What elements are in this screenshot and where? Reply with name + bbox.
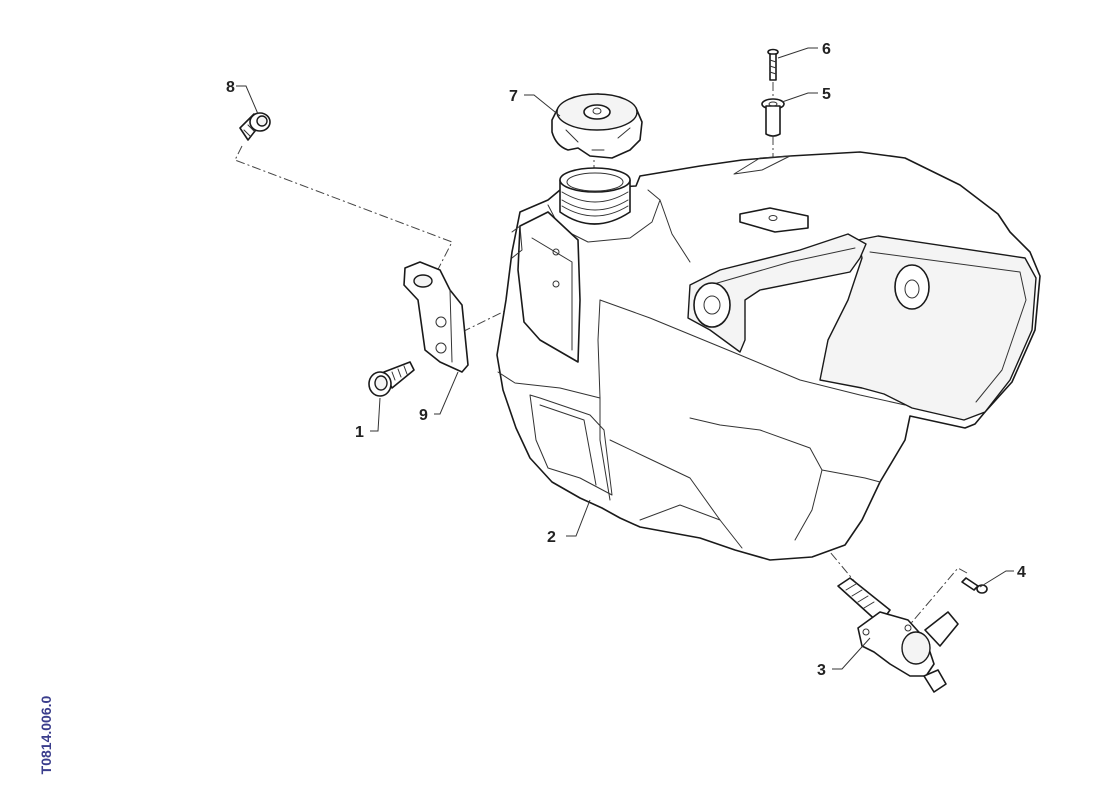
fuel-tap (837, 577, 959, 693)
screw-4 (961, 577, 988, 594)
screw-6 (767, 48, 779, 81)
callout-2: 2 (547, 529, 556, 546)
callout-3: 3 (817, 662, 826, 679)
callout-4: 4 (1017, 564, 1026, 581)
filler-neck (559, 167, 631, 225)
callout-8: 8 (226, 79, 235, 96)
flange-bolt-1 (368, 361, 415, 397)
spacer-5 (761, 98, 785, 137)
callout-7: 7 (509, 88, 518, 105)
mounting-bracket (403, 261, 469, 373)
fuel-tank (496, 151, 1041, 561)
callout-labels: 1 2 3 4 5 6 7 8 9 (226, 41, 1026, 679)
filler-cap (551, 93, 643, 159)
drawing-reference-code: T0814.006.0 (38, 695, 54, 775)
callout-9: 9 (419, 407, 428, 424)
callout-5: 5 (822, 86, 831, 103)
callout-1: 1 (355, 424, 364, 441)
bolt-8 (239, 112, 271, 141)
callout-leaders (236, 47, 1014, 670)
callout-6: 6 (822, 41, 831, 58)
drawing-reference: T0814.006.0 (26, 690, 66, 780)
